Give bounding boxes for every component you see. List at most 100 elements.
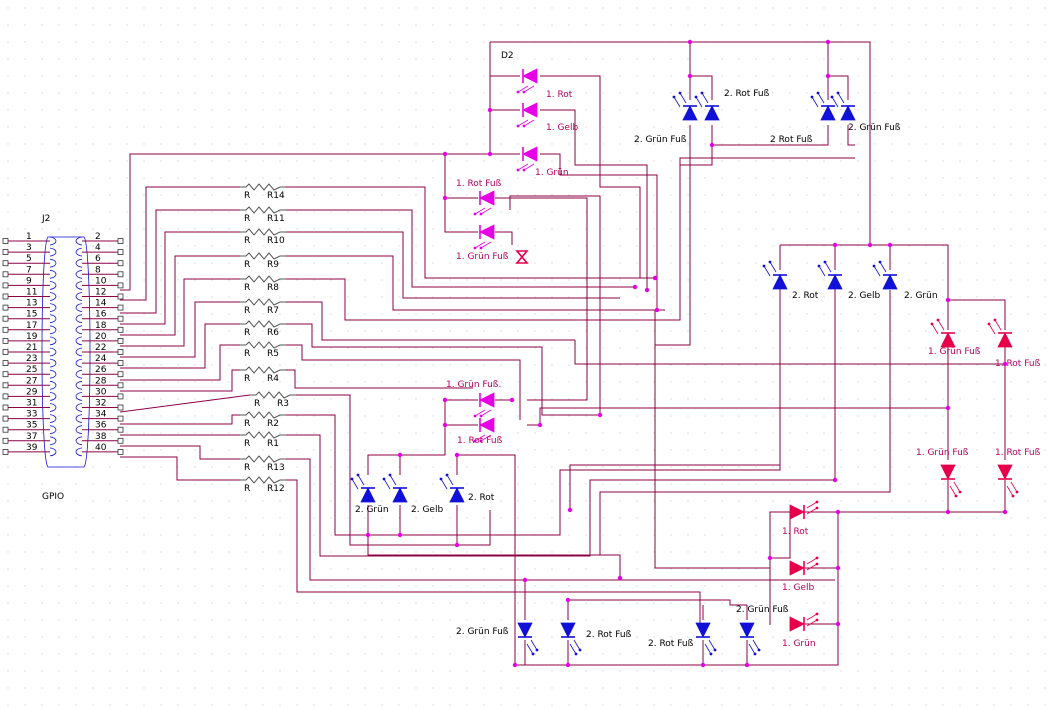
pin-number: 7	[26, 265, 32, 275]
wire-2gruen-lower-out	[367, 505, 621, 578]
led-label: 1. Rot Fuß	[995, 448, 1041, 458]
led-label: 1. Grün	[535, 168, 569, 178]
led: 1. Grün Fuß	[456, 224, 509, 262]
connector-pin-right: 4	[75, 243, 124, 257]
led: 1. Gelb	[516, 102, 578, 133]
pin-number: 28	[95, 376, 107, 386]
resistor-prefix: R	[244, 419, 250, 429]
connector-pin-right: 6	[75, 254, 124, 268]
connector-pin-left: 23	[2, 354, 57, 368]
pin-number: 24	[95, 354, 107, 364]
led: 2 Rot Fuß	[770, 91, 836, 145]
junction-dot	[687, 39, 693, 45]
wire-r8-out	[286, 157, 855, 321]
led: 2. Gelb	[382, 473, 443, 515]
led-label: 1. Rot Fuß	[456, 179, 502, 189]
connector-pin-left: 27	[2, 376, 57, 390]
junction-dot	[1002, 361, 1008, 367]
wire-r14-out	[286, 186, 655, 279]
wire-d2-gelb-out	[540, 109, 648, 290]
junction-dot	[867, 242, 873, 248]
connector-ref: J2	[41, 214, 50, 224]
connector-pin-right: 28	[75, 376, 124, 390]
connector-pin-right: 10	[75, 276, 124, 290]
wire-pin20-r8	[120, 278, 240, 347]
wire-pin34-r2	[120, 414, 240, 425]
connector-j2: J2 GPIO 13579111315171921232527293133353…	[2, 214, 124, 502]
resistor-prefix: R	[244, 328, 250, 338]
pin-number: 18	[95, 321, 107, 331]
led: 2. Rot Fuß	[648, 622, 717, 656]
junction-dot	[632, 284, 638, 290]
resistor-prefix: R	[244, 260, 250, 270]
connector-pin-left: 25	[2, 365, 57, 379]
wire-r5-out	[286, 344, 521, 420]
wire-b2-b4-link	[568, 599, 747, 606]
led-label: 2. Gelb	[411, 505, 443, 515]
pin-number: 16	[95, 310, 107, 320]
led-label: 2. Grün	[355, 505, 389, 515]
pin-number: 35	[26, 421, 37, 431]
connector-pin-right: 8	[75, 265, 124, 279]
connector-pin-right: 14	[75, 299, 124, 312]
junction-dot	[537, 422, 543, 428]
led-label: 2. Rot	[792, 291, 819, 301]
resistor-prefix: R	[244, 283, 250, 293]
led: 1. Grün	[516, 146, 569, 178]
junction-dot	[509, 397, 515, 403]
junction-dot	[617, 575, 623, 581]
pin-number: 22	[95, 343, 106, 353]
wire-r13-out	[286, 458, 835, 581]
led: 2. Grün Fuß	[634, 91, 698, 145]
pin-number: 25	[26, 365, 37, 375]
pin-number: 27	[26, 376, 37, 386]
wire-2fuss-top-a	[689, 42, 713, 100]
pin-number: 26	[95, 365, 107, 375]
led-label: 2. Grün Fuß	[736, 605, 789, 615]
connector-pin-left: 11	[2, 288, 57, 301]
pin-number: 3	[26, 243, 32, 253]
resistor-ref: R5	[267, 349, 279, 359]
junction-dot	[397, 532, 403, 538]
pin-number: 2	[95, 232, 101, 242]
connector-pin-right: 2	[75, 232, 124, 246]
wire-red-b-link	[574, 340, 1005, 365]
pin-number: 6	[95, 254, 101, 264]
led: 1. Grün Fuß	[928, 318, 981, 357]
pin-number: 29	[26, 387, 38, 397]
wire-pin12-r14	[120, 186, 240, 301]
pin-number: 39	[26, 443, 38, 453]
led-label: 1. Gelb	[546, 123, 578, 133]
led: 2. Grün Fuß	[830, 91, 901, 133]
wire-r7-out	[286, 301, 575, 341]
resistor-prefix: R	[254, 399, 260, 409]
wire-pin16-r10	[120, 231, 240, 325]
led: 1. Grün Fuß.	[446, 380, 501, 418]
resistor-prefix: R	[244, 236, 250, 246]
led-label: 1. Grün Fuß	[916, 448, 969, 458]
junction-dot	[644, 287, 650, 293]
led: 1. Rot Fuß	[457, 417, 503, 446]
resistor-ref: R8	[267, 283, 279, 293]
connector-pin-left: 33	[2, 410, 57, 423]
wire-1gruenfuss-out	[495, 231, 513, 245]
led: 1. Grün Fuß	[916, 448, 969, 498]
wire-pin40-r12	[120, 456, 240, 481]
pin-number: 34	[95, 410, 107, 420]
junction-dot	[442, 195, 448, 201]
connector-pin-left: 19	[2, 332, 57, 346]
led: 2. Rot	[762, 260, 819, 301]
resistor-ref: R6	[267, 328, 279, 338]
led: 2. Grün Fuß	[456, 622, 539, 656]
junction-dot	[565, 597, 571, 603]
pin-number: 37	[26, 432, 37, 442]
resistor: R R6	[240, 320, 286, 338]
wire-lower-bus	[367, 400, 446, 475]
wire-red-a-link	[527, 407, 948, 426]
junction-dot	[365, 532, 371, 538]
led-label: 1. Grün Fuß	[456, 252, 509, 262]
